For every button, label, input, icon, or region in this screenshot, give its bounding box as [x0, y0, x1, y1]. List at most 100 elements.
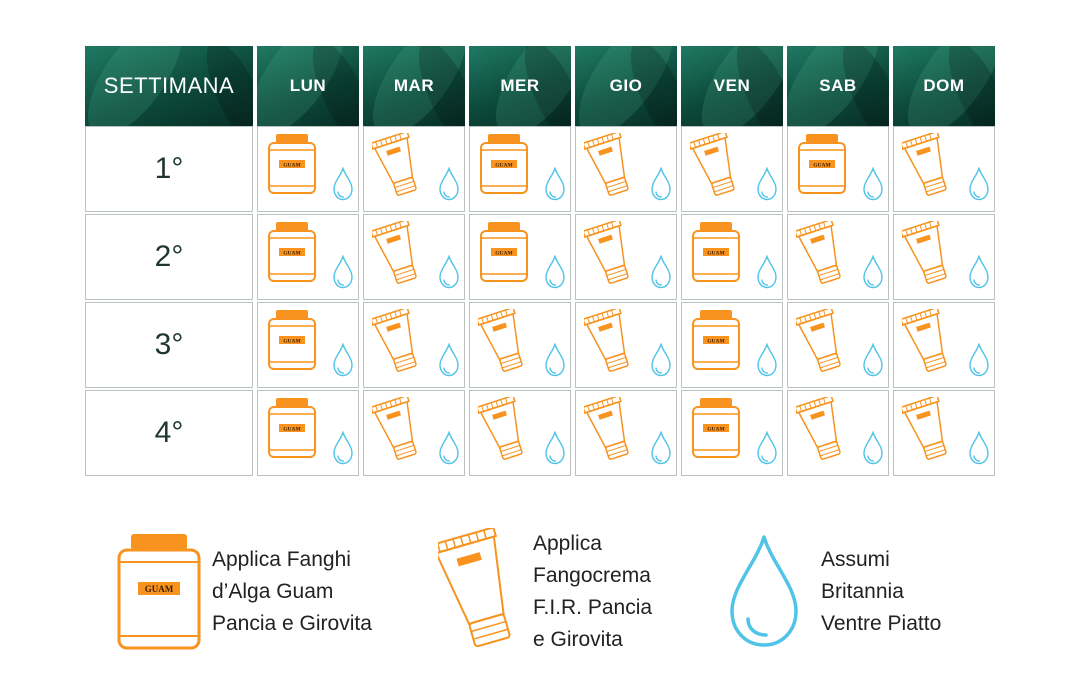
legend-drop	[726, 533, 802, 654]
svg-text:GUAM: GUAM	[283, 339, 301, 345]
water-drop-icon	[545, 167, 565, 201]
day-cell: GUAM	[681, 390, 783, 476]
legend-jar-text: Applica Fanghi d’Alga Guam Pancia e Giro…	[212, 548, 372, 635]
fangocrema-tube-icon	[372, 397, 417, 460]
water-drop-icon	[651, 167, 671, 201]
day-cell: GUAM	[787, 126, 889, 212]
day-cell: GUAM	[257, 126, 359, 212]
legend-tube	[430, 526, 518, 657]
fanghi-jar-icon: GUAM	[692, 222, 740, 282]
fangocrema-tube-icon	[902, 309, 947, 372]
fanghi-jar-icon: GUAM	[268, 222, 316, 282]
day-cell	[787, 390, 889, 476]
fangocrema-tube-icon	[690, 133, 735, 196]
svg-text:GUAM: GUAM	[145, 584, 174, 594]
day-cell	[681, 126, 783, 212]
day-cell	[363, 126, 465, 212]
day-cell: GUAM	[681, 302, 783, 388]
day-cell	[575, 302, 677, 388]
fangocrema-tube-icon	[584, 309, 629, 372]
day-cell	[575, 390, 677, 476]
water-drop-icon	[545, 343, 565, 377]
day-cell	[893, 214, 995, 300]
day-cell	[893, 390, 995, 476]
fangocrema-tube-icon	[478, 309, 523, 372]
day-cell	[787, 214, 889, 300]
water-drop-icon	[545, 431, 565, 465]
fanghi-jar-icon: GUAM	[117, 534, 201, 650]
fangocrema-tube-icon	[902, 133, 947, 196]
day-cell	[363, 390, 465, 476]
legend-jar: GUAM	[116, 532, 202, 657]
water-drop-icon	[863, 167, 883, 201]
fanghi-jar-icon: GUAM	[480, 134, 528, 194]
day-cell	[575, 126, 677, 212]
week-label-cell: 1°	[85, 126, 253, 212]
svg-text:GUAM: GUAM	[495, 251, 513, 257]
water-drop-icon	[651, 255, 671, 289]
fanghi-jar-icon: GUAM	[268, 134, 316, 194]
header-day-gio: GIO	[575, 46, 677, 126]
fanghi-jar-icon: GUAM	[692, 398, 740, 458]
fangocrema-tube-icon	[796, 397, 841, 460]
water-drop-icon	[730, 535, 798, 647]
day-cell	[893, 302, 995, 388]
week-label-cell: 2°	[85, 214, 253, 300]
header-day-sab: SAB	[787, 46, 889, 126]
water-drop-icon	[863, 343, 883, 377]
water-drop-icon	[439, 431, 459, 465]
svg-text:GUAM: GUAM	[495, 163, 513, 169]
water-drop-icon	[651, 431, 671, 465]
water-drop-icon	[439, 343, 459, 377]
svg-text:GUAM: GUAM	[283, 163, 301, 169]
water-drop-icon	[757, 431, 777, 465]
water-drop-icon	[969, 343, 989, 377]
day-cell	[787, 302, 889, 388]
week-label: 1°	[154, 152, 184, 185]
water-drop-icon	[863, 255, 883, 289]
header-day-label: GIO	[609, 76, 643, 95]
water-drop-icon	[969, 255, 989, 289]
header-day-label: LUN	[289, 76, 327, 95]
week-label: 4°	[154, 416, 184, 449]
fangocrema-tube-icon	[372, 133, 417, 196]
day-cell	[469, 302, 571, 388]
header-day-label: VEN	[713, 76, 751, 95]
water-drop-icon	[333, 431, 353, 465]
fangocrema-tube-icon	[478, 397, 523, 460]
header-day-label: MER	[500, 76, 540, 95]
svg-text:GUAM: GUAM	[813, 163, 831, 169]
week-label-cell: 4°	[85, 390, 253, 476]
header-day-mer: MER	[469, 46, 571, 126]
svg-text:GUAM: GUAM	[283, 427, 301, 433]
day-cell: GUAM	[469, 214, 571, 300]
day-cell: GUAM	[257, 214, 359, 300]
header-day-label: DOM	[923, 76, 965, 95]
header-day-label: MAR	[393, 76, 435, 95]
header-day-dom: DOM	[893, 46, 995, 126]
header-day-label: SAB	[819, 76, 857, 95]
fanghi-jar-icon: GUAM	[268, 398, 316, 458]
water-drop-icon	[333, 167, 353, 201]
water-drop-icon	[863, 431, 883, 465]
water-drop-icon	[757, 343, 777, 377]
fangocrema-tube-icon	[902, 397, 947, 460]
svg-text:GUAM: GUAM	[707, 339, 725, 345]
fanghi-jar-icon: GUAM	[798, 134, 846, 194]
water-drop-icon	[439, 255, 459, 289]
water-drop-icon	[969, 167, 989, 201]
header-day-mar: MAR	[363, 46, 465, 126]
fangocrema-tube-icon	[430, 526, 511, 648]
fangocrema-tube-icon	[796, 309, 841, 372]
svg-text:GUAM: GUAM	[283, 251, 301, 257]
fangocrema-tube-icon	[372, 221, 417, 284]
water-drop-icon	[333, 343, 353, 377]
fangocrema-tube-icon	[584, 397, 629, 460]
header-week-label: SETTIMANA	[103, 73, 235, 98]
header-day-ven: VEN	[681, 46, 783, 126]
fangocrema-tube-icon	[372, 309, 417, 372]
day-cell: GUAM	[257, 390, 359, 476]
day-cell	[363, 214, 465, 300]
water-drop-icon	[969, 431, 989, 465]
water-drop-icon	[333, 255, 353, 289]
